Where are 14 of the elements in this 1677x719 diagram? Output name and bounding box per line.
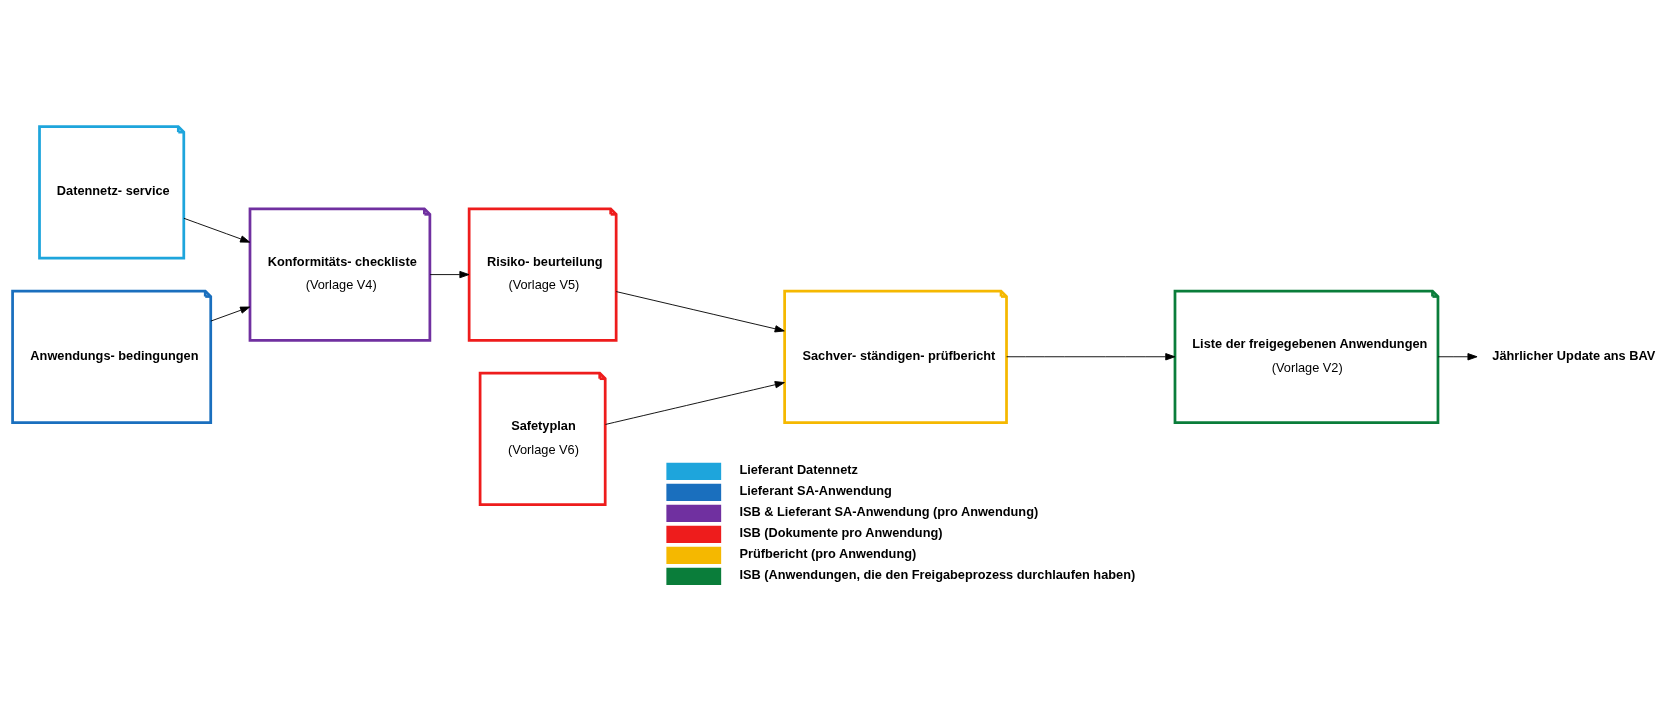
legend-label: ISB (Dokumente pro Anwendung) <box>739 524 943 540</box>
arrow <box>1006 353 1176 361</box>
legend-label: ISB (Anwendungen, die den Freigabeprozess durchlaufen haben) <box>739 566 1136 582</box>
arrow <box>183 217 251 243</box>
arrow <box>210 306 251 322</box>
legend-label: Lieferant Datennetz <box>739 461 858 477</box>
legend-label: Lieferant SA-Anwendung <box>739 482 892 498</box>
node-text: Jährlicher Update ans BAV <box>1492 347 1656 363</box>
legend-label: Prüfbericht (pro Anwendung) <box>739 545 917 561</box>
arrow <box>615 291 785 333</box>
arrow <box>429 270 470 279</box>
legend-label: ISB & Lieferant SA-Anwendung (pro Anwendung) <box>739 503 1039 519</box>
arrow <box>1437 353 1478 361</box>
arrow <box>605 381 785 425</box>
